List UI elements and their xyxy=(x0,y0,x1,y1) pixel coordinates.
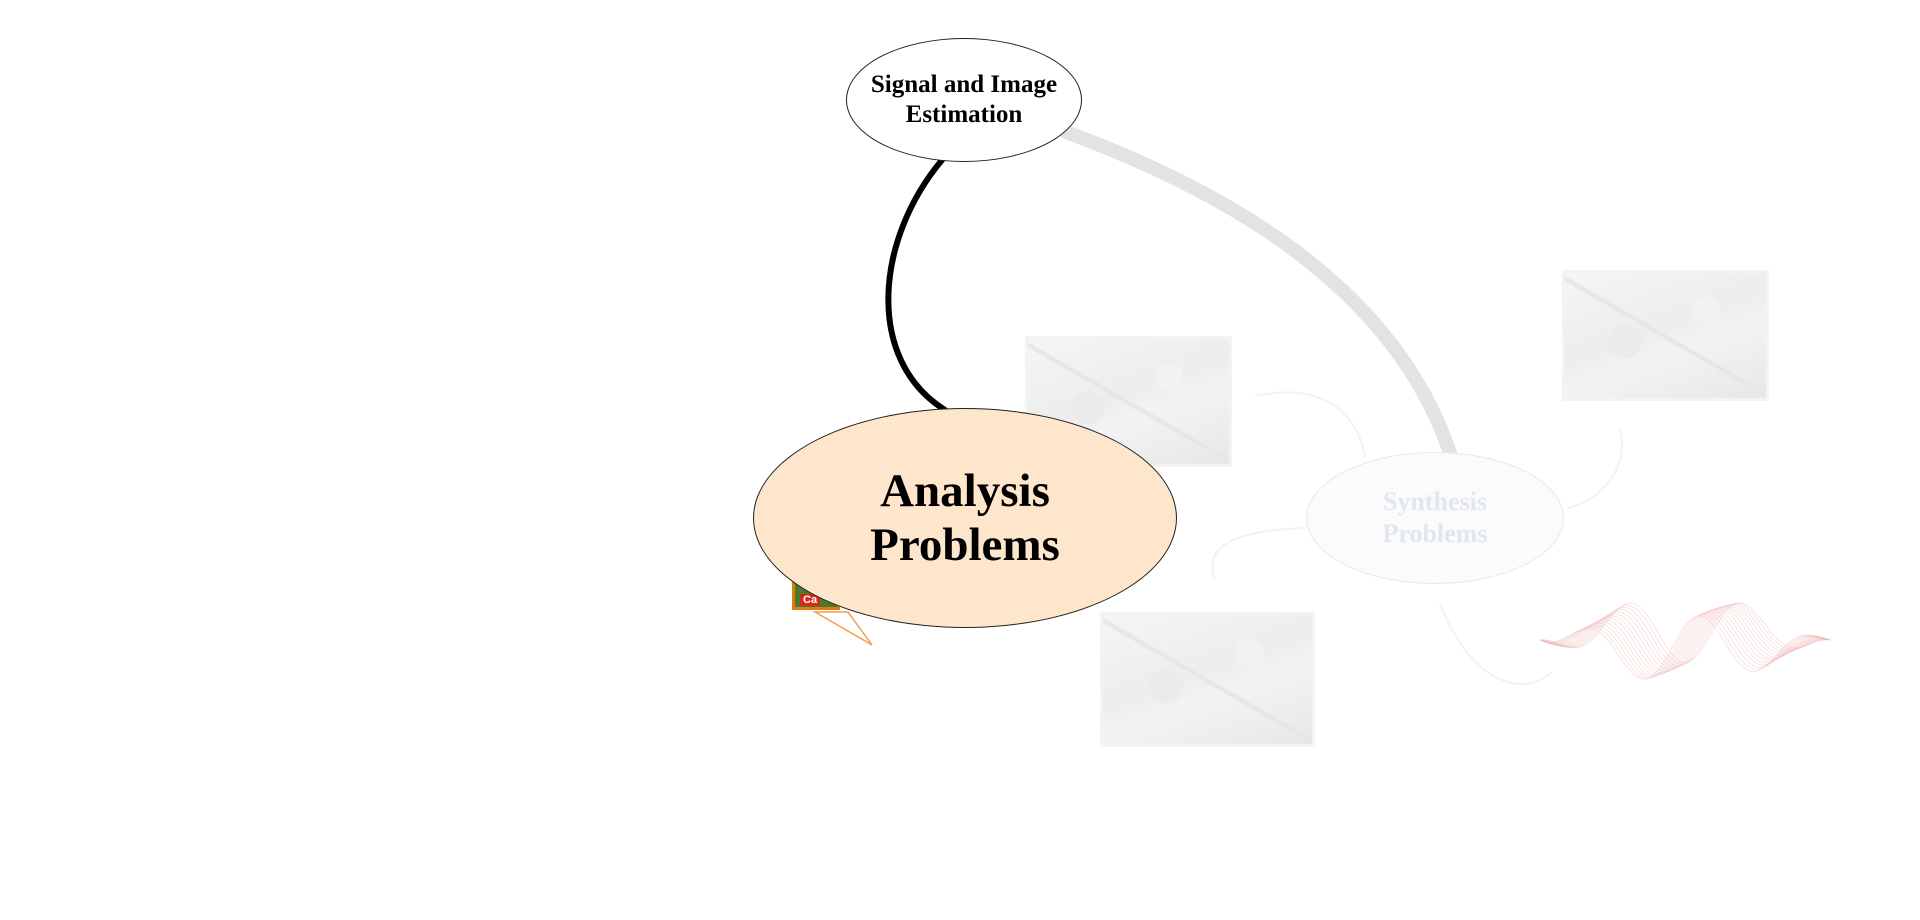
edge-signal-to-synthesis xyxy=(1059,125,1458,463)
link-thumb3-to-synthesis xyxy=(1211,527,1307,581)
waveform-line xyxy=(1540,603,1831,665)
node-label: Problems xyxy=(1382,519,1488,548)
link-wave-to-synthesis xyxy=(1439,603,1553,686)
edge-signal-to-analysis xyxy=(885,157,948,413)
waveform-line xyxy=(1539,612,1831,678)
node-label: Analysis xyxy=(880,465,1050,517)
node-label: Problems xyxy=(870,519,1060,571)
waveform-line xyxy=(1539,606,1831,673)
waveform-line xyxy=(1539,615,1831,680)
node-label: Signal and Image xyxy=(870,71,1058,98)
callout-tail xyxy=(812,611,873,646)
image-thumbnail[interactable] xyxy=(1100,612,1315,747)
waveform-line xyxy=(1539,614,1831,679)
link-thumb1-to-synthesis xyxy=(1254,391,1366,459)
card-icon-label: Ca xyxy=(800,594,821,606)
node-analysis-problems[interactable]: Analysis Problems xyxy=(753,408,1177,628)
node-synthesis-problems[interactable]: Synthesis Problems xyxy=(1306,452,1564,584)
node-label: Synthesis xyxy=(1382,487,1488,516)
waveform-decoration xyxy=(1539,602,1831,680)
image-thumbnail[interactable] xyxy=(1562,270,1769,401)
node-label: Estimation xyxy=(905,101,1023,128)
link-thumb2-to-synthesis xyxy=(1567,427,1623,509)
node-signal-and-image-estimation[interactable]: Signal and Image Estimation xyxy=(846,38,1082,162)
